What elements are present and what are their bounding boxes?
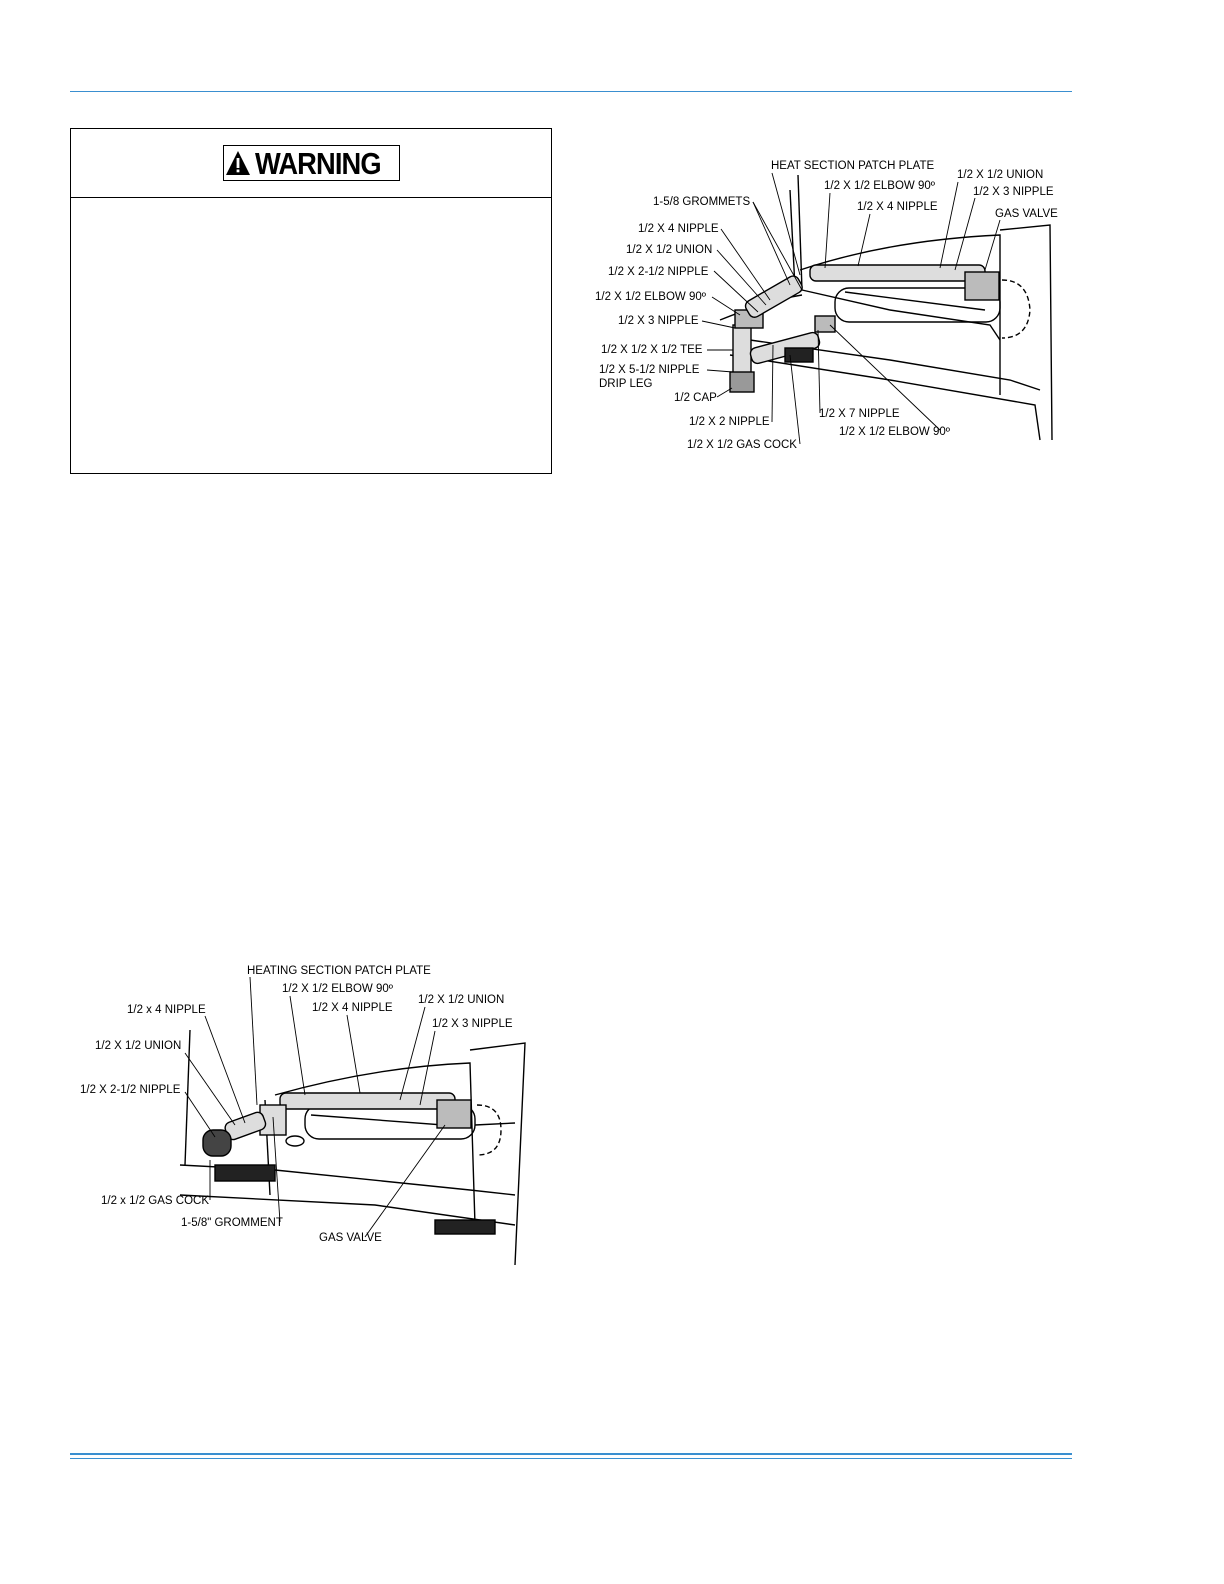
label-elbow-90-bottom: 1/2 X 1/2 ELBOW 90º [839, 426, 951, 438]
label-heat-section-patch-plate: HEAT SECTION PATCH PLATE [771, 160, 934, 172]
label-heating-section-patch-plate: HEATING SECTION PATCH PLATE [247, 965, 431, 977]
label-nipple-3-bottom: 1/2 X 3 NIPPLE [432, 1018, 513, 1030]
label-nipple-3-left: 1/2 X 3 NIPPLE [618, 315, 699, 327]
label-nipple-2: 1/2 X 2 NIPPLE [689, 416, 770, 428]
header-rule [70, 91, 1072, 92]
label-nipple-3-right: 1/2 X 3 NIPPLE [973, 186, 1054, 198]
label-grommets: 1-5/8 GROMMETS [653, 196, 750, 208]
label-elbow-90-left: 1/2 X 1/2 ELBOW 90º [595, 291, 707, 303]
label-gas-cock-top: 1/2 X 1/2 GAS COCK [687, 439, 797, 450]
label-drip-leg: DRIP LEG [599, 378, 653, 390]
figure-gas-piping-top: HEAT SECTION PATCH PLATE 1/2 X 1/2 ELBOW… [590, 140, 1070, 450]
warning-header: WARNING [71, 129, 551, 198]
label-tee: 1/2 X 1/2 X 1/2 TEE [601, 344, 703, 356]
footer-rule [70, 1453, 1072, 1455]
label-union-right: 1/2 X 1/2 UNION [957, 169, 1043, 181]
label-nipple-7: 1/2 X 7 NIPPLE [819, 408, 900, 420]
label-union-right-bottom: 1/2 X 1/2 UNION [418, 994, 504, 1006]
label-nipple-4-left: 1/2 X 4 NIPPLE [638, 223, 719, 235]
label-gas-valve-top: GAS VALVE [995, 208, 1058, 220]
label-union-left: 1/2 X 1/2 UNION [626, 244, 712, 256]
warning-title: WARNING [254, 145, 382, 181]
figure-gas-piping-bottom: HEATING SECTION PATCH PLATE 1/2 X 1/2 EL… [75, 955, 530, 1270]
label-cap: 1/2 CAP [674, 392, 717, 404]
piping-diagram-bottom: HEATING SECTION PATCH PLATE 1/2 X 1/2 EL… [80, 965, 526, 1266]
label-nipple-2-5: 1/2 X 2-1/2 NIPPLE [608, 266, 709, 278]
label-nipple-4-b: 1/2 X 4 NIPPLE [312, 1002, 393, 1014]
label-gromment: 1-5/8" GROMMENT [181, 1217, 283, 1229]
label-elbow-90-top: 1/2 X 1/2 ELBOW 90º [824, 180, 936, 192]
label-union-left-bottom: 1/2 X 1/2 UNION [95, 1040, 181, 1052]
label-nipple-4-right: 1/2 X 4 NIPPLE [857, 201, 938, 213]
label-nipple-4-a: 1/2 x 4 NIPPLE [127, 1004, 206, 1016]
warning-triangle-icon [225, 151, 250, 175]
warning-badge: WARNING [222, 145, 400, 181]
label-gas-cock-bottom: 1/2 x 1/2 GAS COCK [101, 1195, 209, 1207]
piping-diagram-top: HEAT SECTION PATCH PLATE 1/2 X 1/2 ELBOW… [595, 160, 1058, 450]
footer-rule-thin [70, 1458, 1072, 1459]
warning-box: WARNING [70, 128, 552, 474]
label-elbow-90: 1/2 X 1/2 ELBOW 90º [282, 983, 394, 995]
label-nipple-5-5: 1/2 X 5-1/2 NIPPLE [599, 364, 700, 376]
label-nipple-2-5-bottom: 1/2 X 2-1/2 NIPPLE [80, 1084, 181, 1096]
label-gas-valve-bottom: GAS VALVE [319, 1232, 382, 1244]
